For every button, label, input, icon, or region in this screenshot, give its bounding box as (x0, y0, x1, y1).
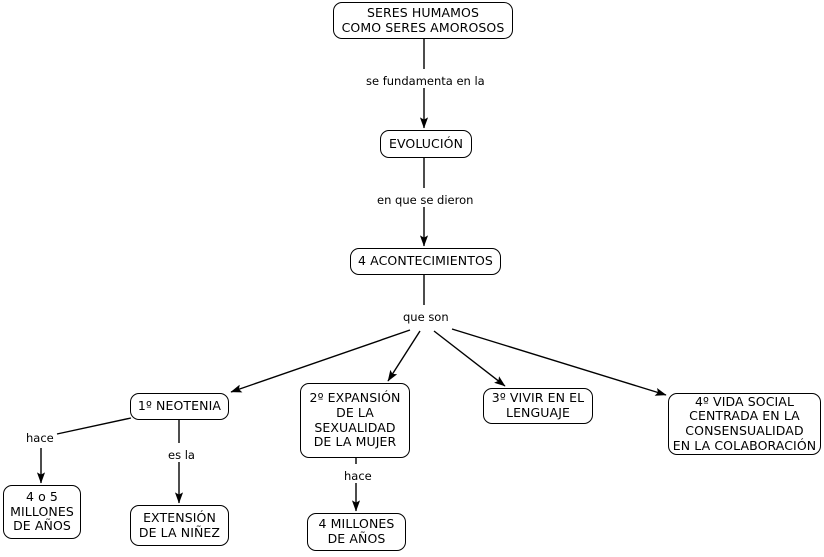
edge-queson-to-expansion (387, 330, 421, 382)
edge-label-se-fundamenta-en-la: se fundamenta en la (364, 74, 487, 88)
node-evolucion-label: EVOLUCIÓN (388, 135, 464, 151)
edge-label-es-la: es la (166, 448, 197, 462)
edge-neotenia-to-hace (56, 417, 132, 435)
node-vida-social-label: 4º VIDA SOCIAL CENTRADA EN LA CONSENSUAL… (672, 393, 817, 453)
node-extension-ninez[interactable]: EXTENSIÓN DE LA NIÑEZ (130, 505, 229, 546)
node-seres-humanos[interactable]: SERES HUMAMOS COMO SERES AMOROSOS (333, 2, 513, 39)
node-expansion-sexualidad[interactable]: 2º EXPANSIÓN DE LA SEXUALIDAD DE LA MUJE… (300, 383, 410, 458)
node-cuatro-millones-label: 4 MILLONES DE AÑOS (318, 516, 395, 546)
node-cuatro-millones[interactable]: 4 MILLONES DE AÑOS (307, 513, 406, 551)
node-cuatro-cinco-millones[interactable]: 4 o 5 MILLONES DE AÑOS (3, 485, 81, 539)
node-cuatro-cinco-millones-label: 4 o 5 MILLONES DE AÑOS (10, 488, 74, 534)
node-neotenia-label: 1º NEOTENIA (137, 398, 222, 414)
node-expansion-sexualidad-label: 2º EXPANSIÓN DE LA SEXUALIDAD DE LA MUJE… (309, 390, 401, 450)
node-evolucion[interactable]: EVOLUCIÓN (380, 130, 472, 158)
edge-label-hace-expansion: hace (342, 469, 374, 483)
node-vida-social[interactable]: 4º VIDA SOCIAL CENTRADA EN LA CONSENSUAL… (668, 393, 821, 455)
node-acontecimientos[interactable]: 4 ACONTECIMIENTOS (350, 248, 501, 275)
node-acontecimientos-label: 4 ACONTECIMIENTOS (358, 253, 493, 269)
edge-queson-to-vida-social (451, 328, 667, 396)
node-vivir-lenguaje-label: 3º VIVIR EN EL LENGUAJE (491, 390, 585, 420)
node-extension-ninez-label: EXTENSIÓN DE LA NIÑEZ (138, 509, 221, 540)
edge-label-que-son: que son (401, 310, 451, 324)
node-seres-humanos-label: SERES HUMAMOS COMO SERES AMOROSOS (341, 4, 505, 35)
node-vivir-lenguaje[interactable]: 3º VIVIR EN EL LENGUAJE (483, 388, 593, 424)
node-neotenia[interactable]: 1º NEOTENIA (130, 393, 229, 420)
edge-queson-to-lenguaje (433, 330, 506, 387)
edge-label-hace-neotenia: hace (24, 431, 56, 445)
edge-label-en-que-se-dieron: en que se dieron (375, 193, 476, 207)
